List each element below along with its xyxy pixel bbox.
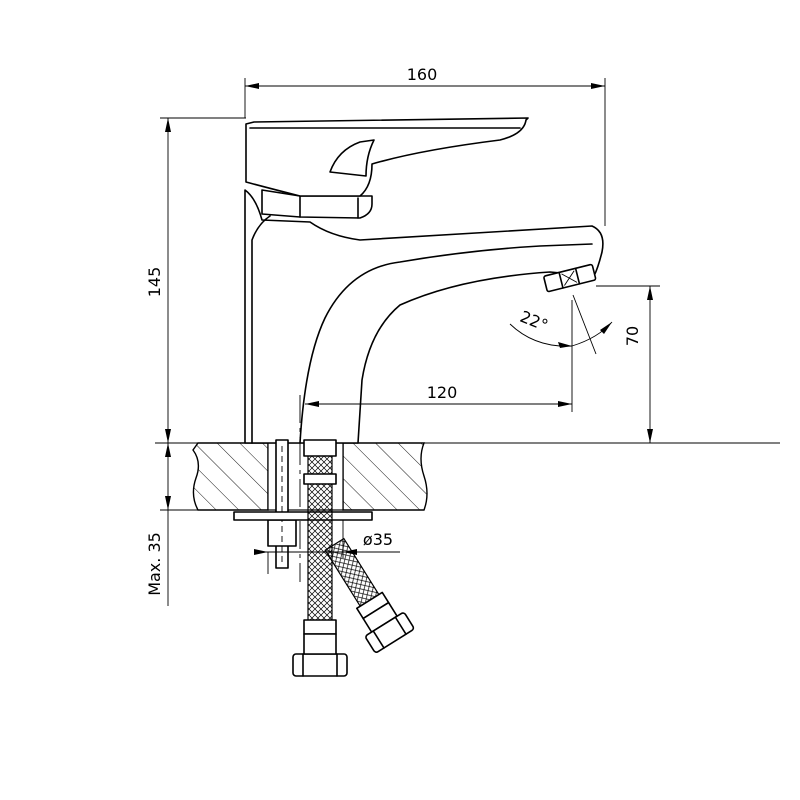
handle-lever xyxy=(245,117,529,197)
dim-overall-height: 145 xyxy=(145,267,164,298)
countertop-left-block xyxy=(192,442,269,511)
hose-collar-low xyxy=(303,619,337,635)
dimensions: 160 145 120 70 22° Max. 35 xyxy=(145,65,660,606)
angled-hose xyxy=(324,537,415,653)
lever-neck xyxy=(261,189,373,219)
handle-grip xyxy=(329,139,375,177)
dim-overall-width: 160 xyxy=(407,65,438,84)
dim-spout-angle: 22° xyxy=(517,307,550,335)
dim-hole-diameter: ø35 xyxy=(363,530,393,549)
aerator xyxy=(543,263,597,293)
dim-spout-reach: 120 xyxy=(427,383,458,402)
body-outline xyxy=(244,189,604,444)
countertop-right-block xyxy=(342,442,428,511)
hose-collar-mid xyxy=(303,473,337,485)
backplate xyxy=(233,511,373,521)
body-inner-line xyxy=(251,215,271,444)
stud-nut xyxy=(267,519,297,547)
faucet-body xyxy=(244,117,604,444)
countertop-section xyxy=(155,442,780,511)
hose-collar-top xyxy=(303,439,337,457)
mounting-assembly xyxy=(233,395,415,677)
dim-spout-height: 70 xyxy=(623,326,642,346)
spout-inner-curve xyxy=(299,243,593,444)
dim-counter-thickness: Max. 35 xyxy=(145,532,164,596)
hose-nut-straight xyxy=(292,653,348,677)
